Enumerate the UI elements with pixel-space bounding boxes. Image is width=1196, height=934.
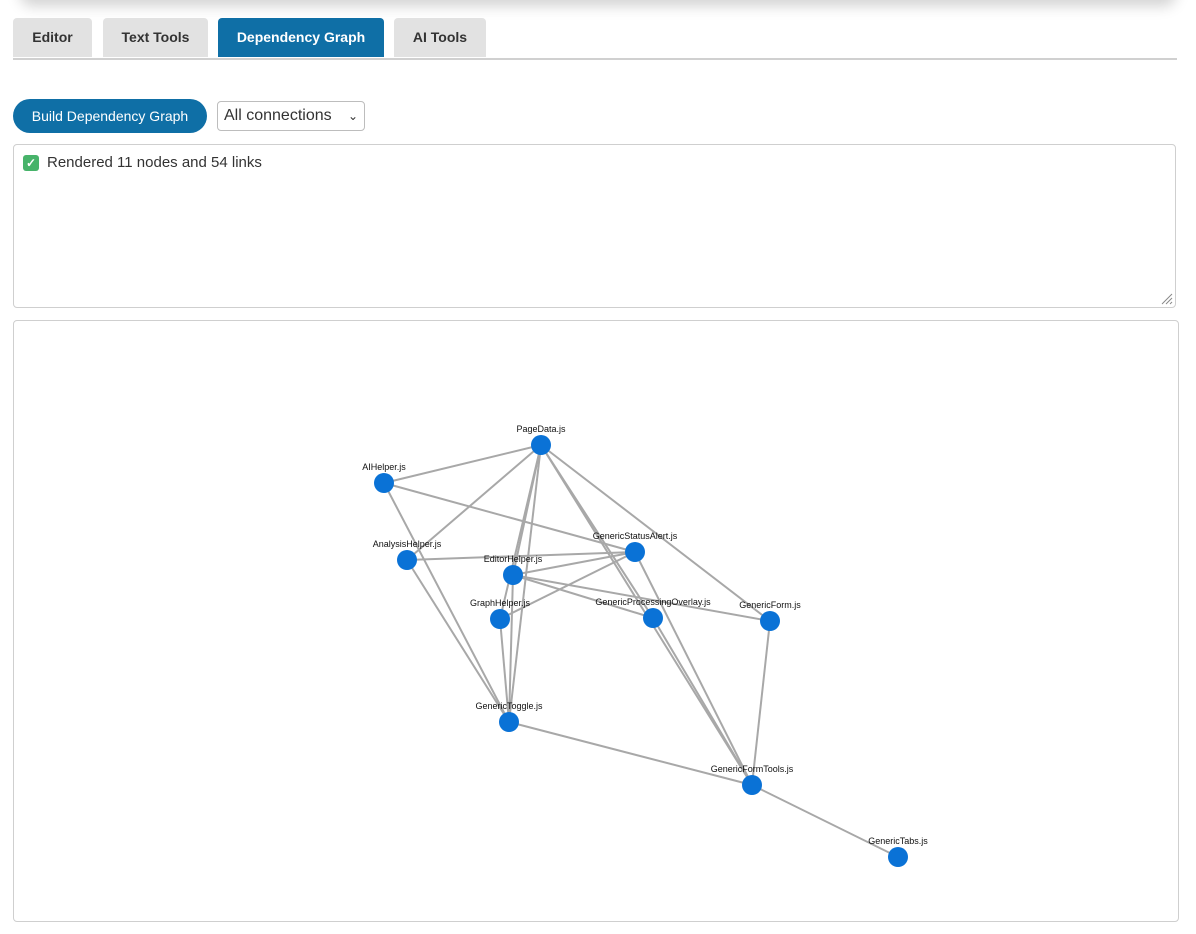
graph-node-label: GenericFormTools.js <box>711 764 794 774</box>
graph-node-circle[interactable] <box>760 611 780 631</box>
graph-node-label: AnalysisHelper.js <box>373 539 442 549</box>
graph-node-circle[interactable] <box>374 473 394 493</box>
status-log-textarea[interactable]: ✓ Rendered 11 nodes and 54 links <box>13 144 1176 308</box>
graph-node-circle[interactable] <box>503 565 523 585</box>
graph-node[interactable]: AnalysisHelper.js <box>373 539 442 570</box>
graph-node-label: GenericStatusAlert.js <box>593 531 678 541</box>
graph-node-circle[interactable] <box>499 712 519 732</box>
connection-filter-value: All connections <box>224 107 332 124</box>
graph-node[interactable]: GenericTabs.js <box>868 836 928 867</box>
graph-node[interactable]: GenericToggle.js <box>475 701 543 732</box>
status-log-line: ✓ Rendered 11 nodes and 54 links <box>23 154 262 171</box>
graph-link <box>406 551 636 561</box>
tab-ai-tools[interactable]: AI Tools <box>394 18 486 57</box>
check-icon: ✓ <box>23 154 39 171</box>
graph-node-circle[interactable] <box>643 608 663 628</box>
graph-node-label: GenericTabs.js <box>868 836 928 846</box>
graph-node-label: GraphHelper.js <box>470 598 531 608</box>
graph-link <box>383 482 510 723</box>
graph-node-circle[interactable] <box>490 609 510 629</box>
graph-link <box>751 620 771 786</box>
chevron-down-icon: ⌄ <box>347 109 358 123</box>
graph-node-label: AIHelper.js <box>362 462 406 472</box>
graph-link <box>499 444 542 620</box>
tab-dependency-graph[interactable]: Dependency Graph <box>218 18 384 57</box>
graph-node-label: GenericProcessingOverlay.js <box>595 597 711 607</box>
build-dependency-graph-button[interactable]: Build Dependency Graph <box>13 99 207 133</box>
graph-node-label: EditorHelper.js <box>484 554 543 564</box>
graph-node[interactable]: GenericFormTools.js <box>711 764 794 795</box>
graph-node-circle[interactable] <box>888 847 908 867</box>
tab-bar: Editor Text Tools Dependency Graph AI To… <box>13 18 1177 60</box>
graph-link <box>540 444 771 622</box>
resize-handle-icon[interactable] <box>1159 291 1173 305</box>
graph-link <box>499 551 636 620</box>
graph-link <box>512 574 654 619</box>
graph-link <box>383 482 636 553</box>
graph-link <box>383 444 542 484</box>
graph-link <box>508 574 514 723</box>
graph-link <box>634 551 753 786</box>
graph-node[interactable]: AIHelper.js <box>362 462 406 493</box>
dependency-graph-canvas[interactable]: PageData.jsAIHelper.jsAnalysisHelper.jsE… <box>14 321 1178 921</box>
graph-link <box>406 559 510 723</box>
graph-node[interactable]: GenericProcessingOverlay.js <box>595 597 711 628</box>
graph-link <box>751 784 899 858</box>
status-log-message: Rendered 11 nodes and 54 links <box>47 154 262 171</box>
graph-node[interactable]: GenericStatusAlert.js <box>593 531 678 562</box>
graph-node[interactable]: GenericForm.js <box>739 600 801 631</box>
graph-link <box>508 444 542 723</box>
graph-node-circle[interactable] <box>531 435 551 455</box>
graph-node[interactable]: PageData.js <box>516 424 566 455</box>
graph-link <box>652 617 753 786</box>
graph-links <box>383 444 899 858</box>
graph-node-circle[interactable] <box>742 775 762 795</box>
graph-link <box>512 574 771 622</box>
graph-node[interactable]: GraphHelper.js <box>470 598 531 629</box>
graph-node-label: PageData.js <box>516 424 566 434</box>
graph-nodes: PageData.jsAIHelper.jsAnalysisHelper.jsE… <box>362 424 928 867</box>
tab-editor[interactable]: Editor <box>13 18 92 57</box>
tab-text-tools[interactable]: Text Tools <box>103 18 208 57</box>
graph-link <box>499 618 510 723</box>
graph-node[interactable]: EditorHelper.js <box>484 554 543 585</box>
graph-node-label: GenericForm.js <box>739 600 801 610</box>
graph-link <box>512 551 636 576</box>
graph-link <box>508 721 753 786</box>
graph-node-circle[interactable] <box>625 542 645 562</box>
graph-link <box>406 444 542 561</box>
graph-node-label: GenericToggle.js <box>475 701 543 711</box>
connection-filter-select[interactable]: All connections ⌄ <box>217 101 365 131</box>
graph-node-circle[interactable] <box>397 550 417 570</box>
